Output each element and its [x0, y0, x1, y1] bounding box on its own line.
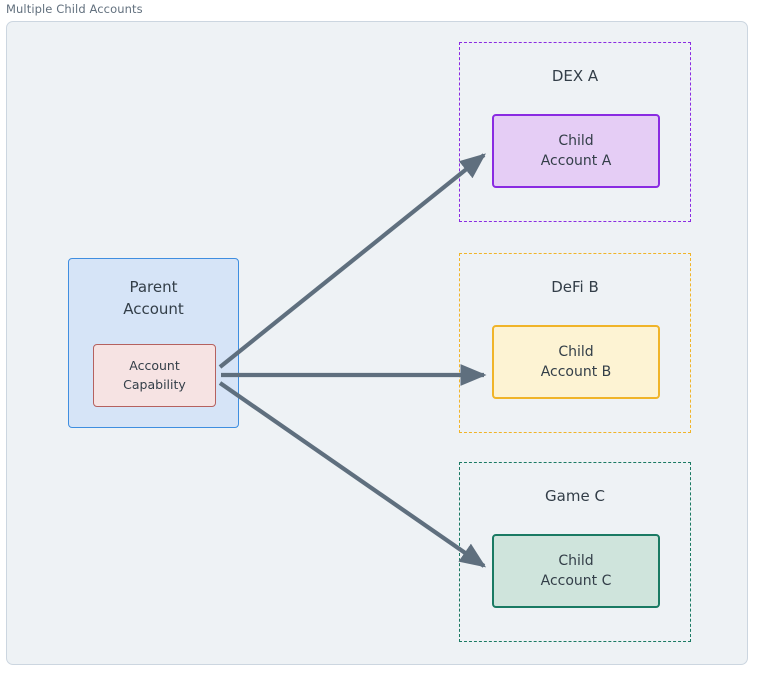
- child-account-a-label-line1: Child: [558, 132, 594, 149]
- child-account-c-label-line1: Child: [558, 552, 594, 569]
- frame-title: Multiple Child Accounts: [6, 2, 143, 16]
- child-account-c-box[interactable]: Child Account C: [492, 534, 660, 608]
- child-account-c-label-line2: Account C: [540, 573, 612, 589]
- cluster-defi-b-label: DeFi B: [551, 278, 599, 296]
- account-capability-label-line1: Account: [129, 358, 180, 374]
- child-account-b-label-line1: Child: [558, 343, 594, 360]
- parent-account-label-line2: Account: [123, 299, 184, 318]
- cluster-game-c-label: Game C: [545, 487, 605, 505]
- cluster-dex-a[interactable]: DEX A: [459, 42, 691, 222]
- child-account-a-label-line2: Account A: [540, 153, 612, 169]
- account-capability-box[interactable]: Account Capability: [93, 344, 216, 407]
- account-capability-label-line2: Capability: [123, 376, 186, 392]
- child-account-b-label-line2: Account B: [540, 364, 612, 380]
- parent-account-label-line1: Parent: [129, 278, 178, 296]
- child-account-b-box[interactable]: Child Account B: [492, 325, 660, 399]
- child-account-a-box[interactable]: Child Account A: [492, 114, 660, 188]
- cluster-dex-a-label: DEX A: [551, 67, 599, 85]
